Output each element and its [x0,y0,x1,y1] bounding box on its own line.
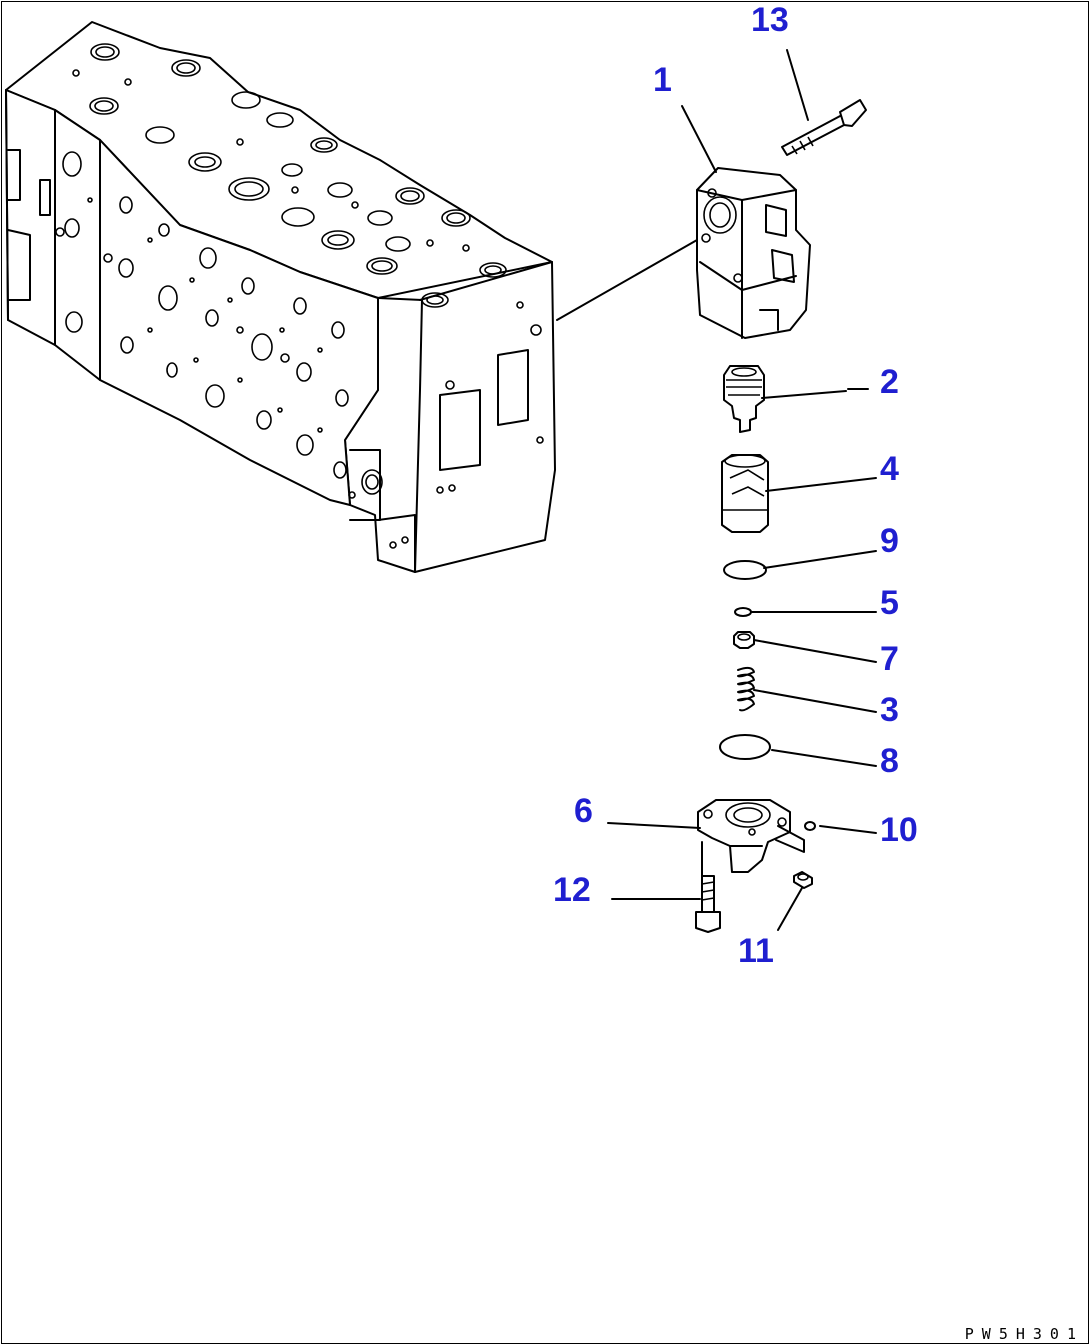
leader-13 [786,49,809,121]
leader-6 [607,822,701,829]
leader-9 [763,550,877,569]
callout-6: 6 [574,792,593,830]
part-4-sleeve [721,454,769,533]
part-8-o-ring [719,734,771,760]
part-9-o-ring [723,560,767,580]
callout-13: 13 [751,1,789,39]
callout-3: 3 [880,691,899,729]
part-12-bolt [695,875,721,933]
leader-4 [765,477,877,492]
callout-8: 8 [880,742,899,780]
leader-11 [777,887,803,931]
leader-10-bracket [775,825,805,853]
callout-11: 11 [738,932,774,970]
callout-9: 9 [880,522,899,560]
callout-1: 1 [653,61,672,99]
leader-lines [607,49,877,931]
callout-5: 5 [880,584,899,622]
part-6-cover [697,799,791,873]
leader-7 [753,639,877,663]
part-3-spring [737,666,755,712]
leader-3 [753,689,877,713]
control-valve-body [5,21,556,573]
part-2-poppet [723,365,765,433]
callouts: 13 1 2 4 9 5 7 3 8 6 10 12 11 [553,1,918,970]
callout-7: 7 [880,640,899,678]
leader-1 [681,105,717,173]
callout-4: 4 [880,450,899,488]
body-to-cover-line [556,239,698,321]
part-10-plug [804,821,816,831]
callout-10: 10 [880,811,918,849]
callout-12: 12 [553,871,591,909]
leader-8 [771,749,877,767]
callout-2: 2 [880,363,899,401]
part-5-ring [734,607,752,617]
leader-2 [761,390,847,399]
part-7-seat [733,631,755,649]
drawing-code: PW5H301 [964,1325,1084,1343]
part-1-valve-cover [696,167,811,339]
leader-10 [819,825,877,834]
part-11-plug [793,871,813,889]
part-13-bolt [781,99,867,156]
